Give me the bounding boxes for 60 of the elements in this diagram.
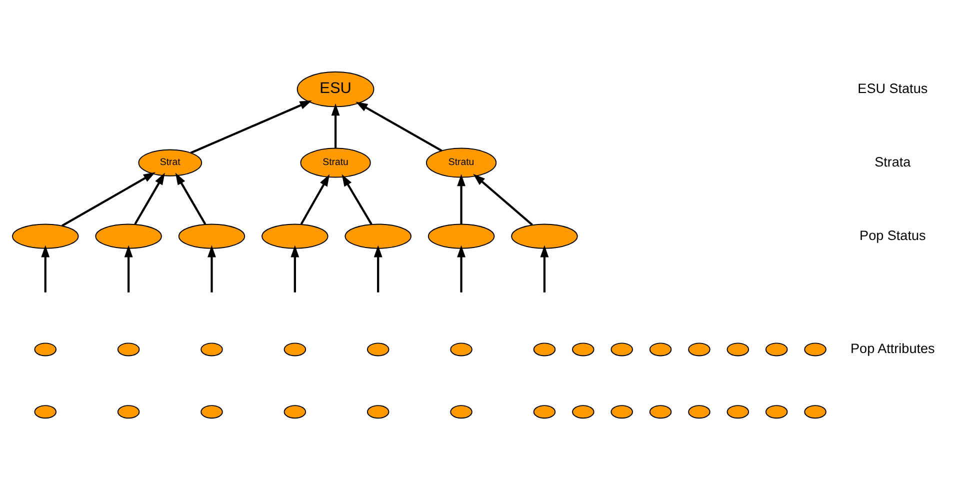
- arrow: [457, 174, 466, 224]
- node-ellipse: [450, 342, 472, 356]
- node-ellipse: [726, 342, 750, 356]
- arrow: [457, 244, 466, 292]
- node-ellipse: [450, 404, 472, 418]
- arrow: [540, 244, 549, 292]
- label: Pop Status: [860, 227, 926, 242]
- node-ellipse: [688, 404, 710, 418]
- arrow: [175, 172, 206, 224]
- arrow: [41, 244, 50, 292]
- node-ellipse: [649, 404, 672, 418]
- node-ellipse: [649, 342, 672, 356]
- arrow: [61, 172, 156, 226]
- node-ellipse: [12, 223, 79, 248]
- arrow: [300, 174, 330, 224]
- arrow: [124, 244, 133, 292]
- label: Strata: [874, 154, 911, 169]
- node-ellipse: [117, 404, 140, 418]
- node-ellipse: [34, 404, 56, 418]
- node-ellipse: [610, 404, 633, 418]
- label: ESU Status: [858, 80, 928, 96]
- node-ellipse: [610, 342, 633, 356]
- arrow: [190, 100, 312, 154]
- node-ellipse: [284, 404, 306, 418]
- arrow: [473, 173, 533, 226]
- label: Pop Attributes: [850, 340, 935, 356]
- node-ellipse: [688, 342, 710, 356]
- node-ellipse: Strat: [138, 148, 202, 176]
- arrow: [208, 244, 216, 292]
- arrow: [374, 244, 382, 292]
- node-ellipse: [428, 223, 495, 248]
- node-ellipse: [366, 404, 390, 418]
- arrow: [134, 172, 165, 224]
- node-ellipse: [178, 223, 246, 248]
- node-ellipse: Stratu: [300, 147, 371, 178]
- arrow: [356, 101, 442, 152]
- node-ellipse: [533, 342, 556, 356]
- node-ellipse: [95, 223, 162, 248]
- node-ellipse: [366, 342, 390, 356]
- node-ellipse: [804, 342, 826, 356]
- node-ellipse: ESU: [296, 70, 374, 107]
- node-ellipse: [200, 342, 223, 356]
- arrow: [342, 174, 372, 224]
- arrow: [290, 244, 300, 292]
- node-ellipse: [511, 223, 578, 248]
- node-ellipse: [726, 404, 750, 418]
- node-ellipse: [572, 342, 594, 356]
- node-ellipse: [200, 404, 223, 418]
- node-ellipse: [344, 223, 412, 248]
- node-ellipse: [572, 404, 594, 418]
- node-ellipse: [262, 223, 328, 248]
- node-ellipse: [533, 404, 556, 418]
- node-ellipse: [804, 404, 826, 418]
- node-ellipse: [765, 404, 788, 418]
- node-ellipse: [34, 342, 56, 356]
- node-ellipse: Stratu: [426, 147, 497, 178]
- node-ellipse: [765, 342, 788, 356]
- node-ellipse: [117, 342, 140, 356]
- node-ellipse: [284, 342, 306, 356]
- arrow: [331, 103, 340, 148]
